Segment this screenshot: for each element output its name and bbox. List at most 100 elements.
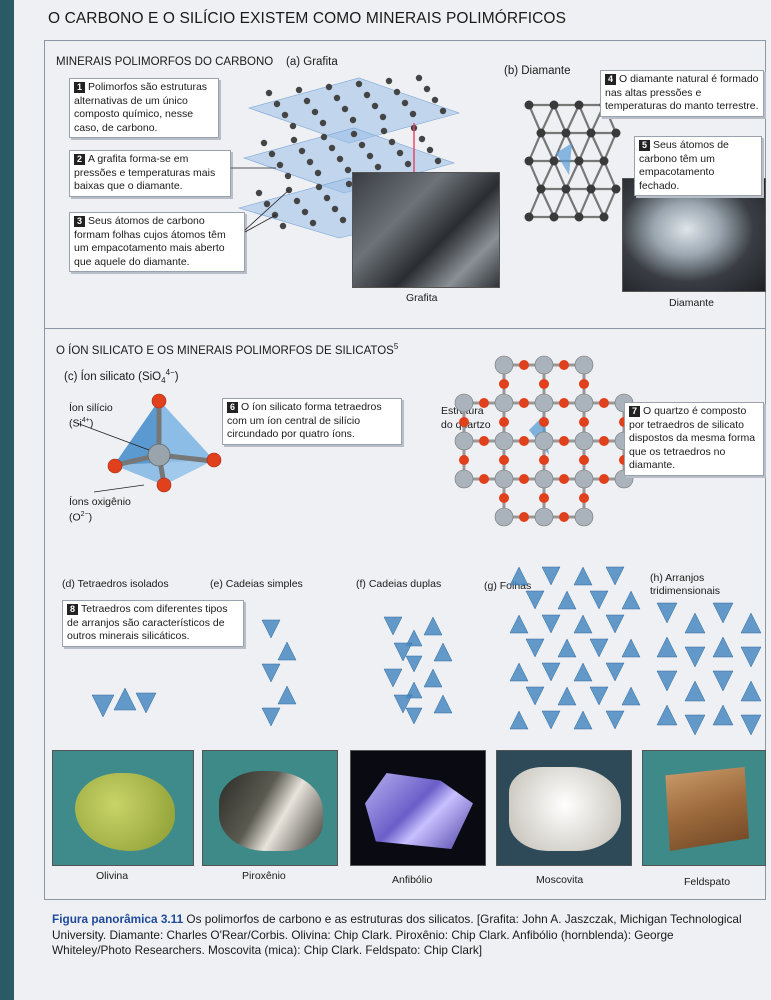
silicate-tetrahedron — [405, 629, 423, 647]
carbon-bond — [565, 188, 580, 218]
carbon-atom — [306, 158, 314, 166]
textbook-page: O CARBONO E O SILÍCIO EXISTEM COMO MINER… — [14, 0, 771, 1000]
silicate-tetrahedron — [712, 636, 734, 658]
carbon-atom — [350, 130, 358, 138]
silicon-atom — [574, 469, 594, 489]
silicate-tetrahedron — [113, 687, 137, 711]
carbon-atom — [549, 100, 559, 110]
silicate-tetrahedron — [135, 692, 157, 714]
arrangement-label-e: (e) Cadeias simples — [210, 578, 303, 590]
carbon-atom — [289, 122, 297, 130]
carbon-atom — [434, 157, 442, 165]
silicate-tetrahedron — [712, 602, 734, 624]
carbon-atom — [328, 144, 336, 152]
silicate-tetrahedron — [277, 641, 297, 661]
carbon-atom — [276, 161, 284, 169]
silicate-tetrahedron — [423, 616, 443, 636]
silicate-tetrahedron — [261, 663, 281, 683]
carbon-atom — [366, 152, 374, 160]
silicon-atom — [534, 355, 554, 375]
carbon-atom — [320, 133, 328, 141]
oxygen-atom — [479, 436, 489, 446]
diamante-photo-label: Diamante — [669, 297, 714, 309]
arrangement-label-f: (f) Cadeias duplas — [356, 578, 442, 590]
carbon-atom — [281, 111, 289, 119]
oxygen-atom — [539, 455, 549, 465]
silicate-tetrahedron — [405, 681, 423, 699]
carbon-atom — [574, 212, 584, 222]
panel-title: O CARBONO E O SILÍCIO EXISTEM COMO MINER… — [48, 10, 567, 27]
oxygen-atom — [539, 493, 549, 503]
oxygen-atom — [579, 493, 589, 503]
silicate-tetrahedron — [541, 614, 561, 634]
carbon-bond — [527, 160, 543, 190]
silicate-tetrahedron — [589, 686, 609, 706]
carbon-atom — [293, 197, 301, 205]
carbon-atom — [396, 149, 404, 157]
carbon-atom — [333, 94, 341, 102]
silicate-tetrahedron — [509, 614, 529, 634]
carbon-atom — [263, 200, 271, 208]
silicate-tetrahedron — [656, 704, 678, 726]
oxygen-atom — [499, 417, 509, 427]
oxygen-atom — [459, 417, 469, 427]
carbon-atom — [423, 85, 431, 93]
moscovita-photo — [496, 750, 632, 866]
silicate-tetrahedron — [712, 670, 734, 692]
silicate-tetrahedron — [91, 694, 115, 718]
carbon-atom — [355, 80, 363, 88]
carbon-atom — [524, 100, 534, 110]
carbon-bond — [540, 104, 555, 134]
oxygen-atom — [599, 436, 609, 446]
carbon-atom — [279, 222, 287, 230]
silicate-tetrahedron — [740, 612, 762, 634]
carbon-atom — [341, 105, 349, 113]
silicon-atom — [574, 507, 594, 527]
ion-silicio-label: Íon silício — [69, 402, 113, 414]
carbon-bond — [552, 188, 568, 218]
silicate-tetrahedron — [684, 612, 706, 634]
oxygen-atom — [559, 436, 569, 446]
silicate-tetrahedron — [573, 662, 593, 682]
silicate-tetrahedron — [740, 646, 762, 668]
silicate-tetrahedron — [541, 710, 561, 730]
silicate-tetrahedron — [557, 638, 577, 658]
carbon-atom — [599, 212, 609, 222]
silicate-tetrahedron — [383, 668, 403, 688]
silicate-tetrahedron — [605, 662, 625, 682]
silicate-tetrahedron — [605, 614, 625, 634]
oxygen-atom — [519, 436, 529, 446]
carbon-bond — [602, 132, 618, 162]
carbon-atom — [295, 86, 303, 94]
oxygen-atom — [519, 398, 529, 408]
carbon-bond — [565, 132, 580, 162]
figure-frame — [44, 40, 766, 900]
carbon-bond — [540, 188, 555, 218]
silicate-subtitle: O ÍON SILICATO E OS MINERAIS POLIMORFOS … — [56, 342, 399, 357]
carbon-bond — [527, 188, 543, 218]
carbon-atom — [336, 155, 344, 163]
oxygen-atom — [519, 360, 529, 370]
silicon-atom — [574, 431, 594, 451]
carbon-bond — [577, 132, 593, 162]
oxygen-atom — [499, 455, 509, 465]
oxygen-atom — [579, 417, 589, 427]
silicate-tetrahedron-diagram — [73, 393, 222, 493]
silicate-tetrahedron — [405, 707, 423, 725]
diamond-structure-diagram — [524, 100, 621, 222]
silicate-tetrahedron — [541, 662, 561, 682]
carbon-atom — [439, 107, 447, 115]
carbon-atom — [385, 77, 393, 85]
carbon-atom — [273, 100, 281, 108]
silicon-atom — [454, 431, 474, 451]
carbon-atom — [349, 116, 357, 124]
carbon-atom — [345, 180, 353, 188]
carbon-bond — [540, 160, 555, 190]
carbon-atom — [418, 135, 426, 143]
carbon-bond — [552, 132, 568, 162]
grafita-photo — [352, 172, 500, 288]
silicate-tetrahedron — [405, 655, 423, 673]
